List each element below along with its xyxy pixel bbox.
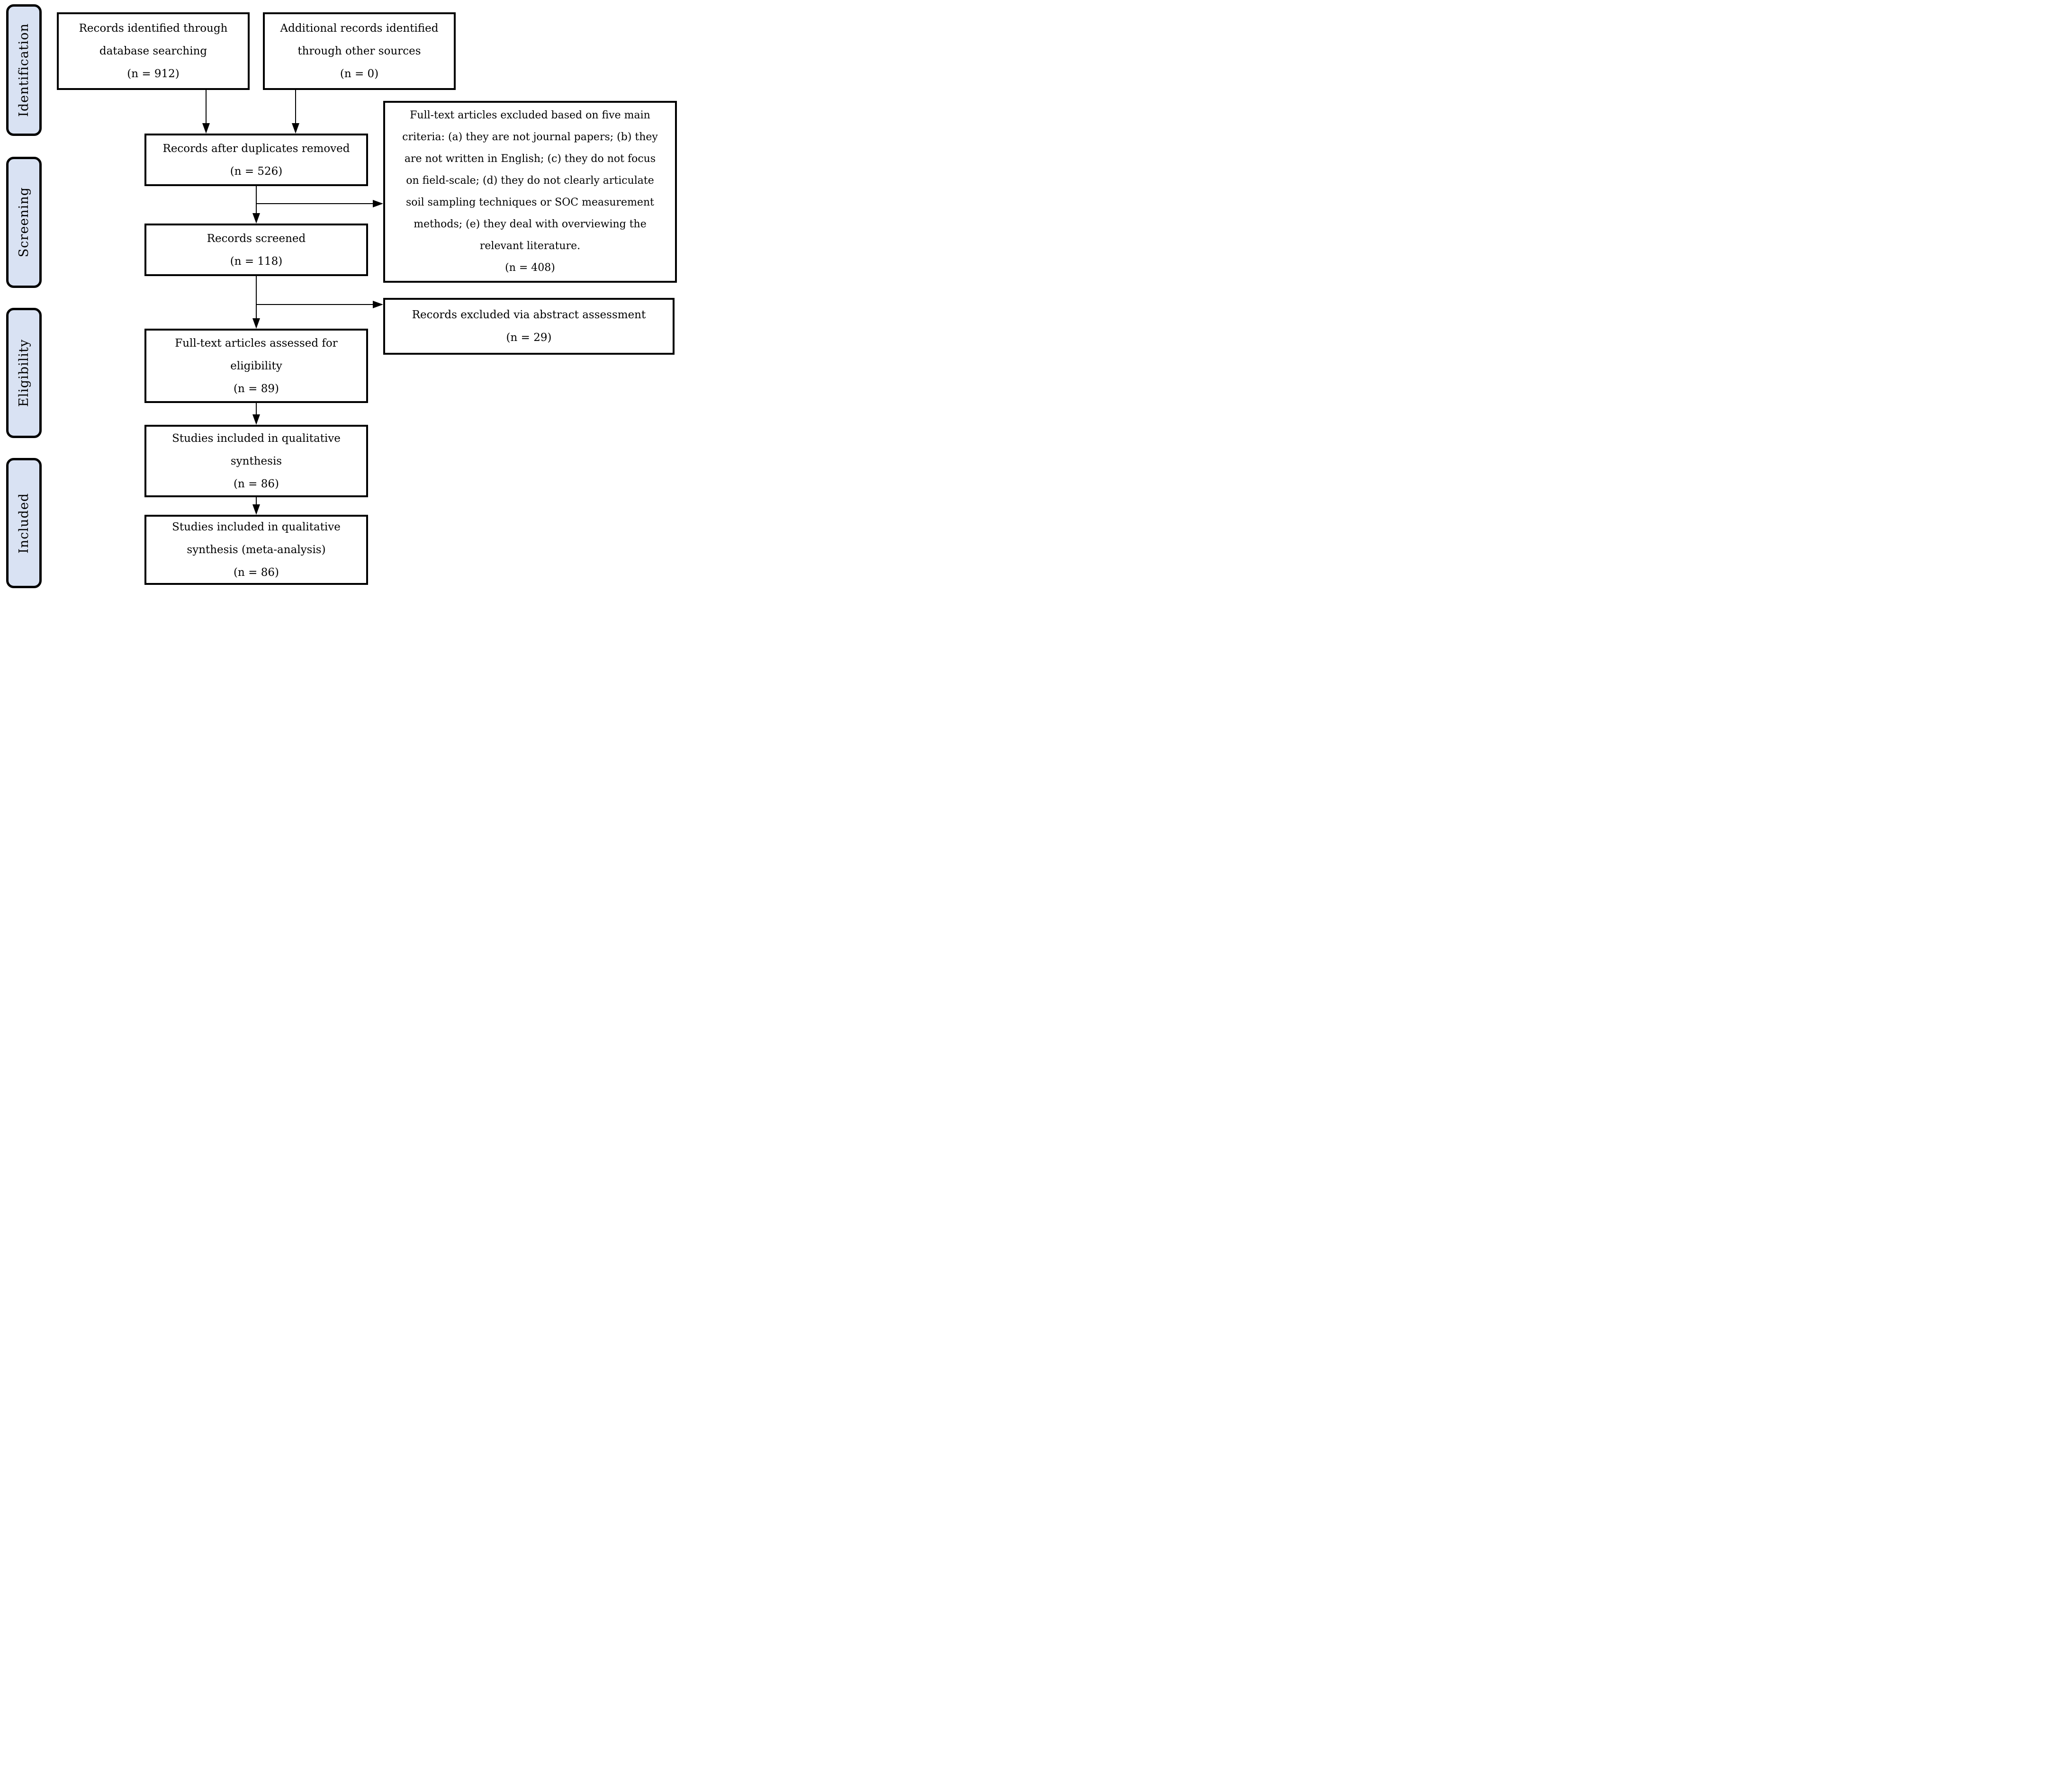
arrow-qualitative-to-meta-head-icon: [252, 504, 260, 515]
arrow-other-to-duplicates-head-icon: [292, 123, 299, 134]
arrow-other-to-duplicates-line: [295, 90, 296, 123]
stage-eligibility-label: Eligibility: [17, 339, 31, 407]
arrow-branch-to-fulltext-excluded-line: [256, 203, 373, 204]
stage-screening-label: Screening: [17, 187, 31, 258]
box-records-screened-text: Records screened (n = 118): [207, 232, 306, 268]
box-fulltext-excluded: Full-text articles excluded based on fiv…: [383, 101, 677, 283]
box-fulltext-assessed-text: Full-text articles assessed for eligibil…: [175, 337, 338, 395]
arrow-screened-to-assessed-head-icon: [252, 318, 260, 329]
prisma-flow-diagram: Identification Screening Eligibility Inc…: [0, 0, 687, 597]
box-abstract-excluded-text: Records excluded via abstract assessment…: [412, 309, 646, 344]
box-records-identified-db-text: Records identified through database sear…: [79, 22, 228, 80]
stage-included: Included: [6, 458, 42, 588]
box-qualitative-synthesis-text: Studies included in qualitative synthesi…: [172, 432, 341, 490]
stage-eligibility: Eligibility: [6, 308, 42, 438]
box-after-duplicates: Records after duplicates removed (n = 52…: [144, 134, 368, 186]
box-meta-analysis: Studies included in qualitative synthesi…: [144, 515, 368, 585]
box-records-identified-other-text: Additional records identified through ot…: [280, 22, 439, 80]
box-meta-analysis-text: Studies included in qualitative synthesi…: [172, 521, 341, 579]
box-records-identified-db: Records identified through database sear…: [57, 12, 250, 90]
arrow-branch-to-fulltext-excluded-head-icon: [373, 200, 383, 207]
stage-identification-label: Identification: [17, 23, 31, 117]
arrow-duplicates-to-screened-line: [256, 186, 257, 213]
arrow-qualitative-to-meta-line: [256, 497, 257, 504]
box-abstract-excluded: Records excluded via abstract assessment…: [383, 298, 675, 355]
arrow-assessed-to-qualitative-line: [256, 403, 257, 414]
stage-screening: Screening: [6, 157, 42, 288]
arrow-branch-to-abstract-excluded-line: [256, 304, 373, 305]
arrow-branch-to-abstract-excluded-head-icon: [373, 301, 383, 308]
box-records-screened: Records screened (n = 118): [144, 224, 368, 276]
box-fulltext-excluded-text: Full-text articles excluded based on fiv…: [402, 109, 658, 274]
box-after-duplicates-text: Records after duplicates removed (n = 52…: [162, 142, 350, 178]
stage-identification: Identification: [6, 4, 42, 136]
arrow-db-to-duplicates-head-icon: [202, 123, 210, 134]
box-records-identified-other: Additional records identified through ot…: [263, 12, 456, 90]
arrow-db-to-duplicates-line: [206, 90, 207, 123]
box-qualitative-synthesis: Studies included in qualitative synthesi…: [144, 425, 368, 497]
stage-included-label: Included: [17, 493, 31, 554]
arrow-duplicates-to-screened-head-icon: [252, 213, 260, 224]
arrow-screened-to-assessed-line: [256, 276, 257, 318]
arrow-assessed-to-qualitative-head-icon: [252, 414, 260, 425]
box-fulltext-assessed: Full-text articles assessed for eligibil…: [144, 329, 368, 403]
